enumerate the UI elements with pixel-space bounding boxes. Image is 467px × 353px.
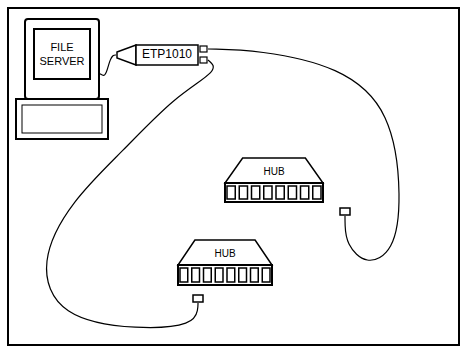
hub-port [239, 268, 247, 282]
cable-plug [340, 208, 350, 215]
hub-port [204, 268, 212, 282]
hub-port [264, 186, 272, 199]
network-cable [100, 55, 116, 75]
hub-top [178, 240, 272, 265]
hub-box: HUB [176, 238, 274, 303]
case-panel [22, 105, 102, 133]
port-connector [200, 46, 207, 52]
hub-port [251, 268, 259, 282]
hub-box: HUB [222, 156, 352, 216]
hub-port [227, 268, 235, 282]
hub-port [239, 186, 247, 199]
hub-shape [222, 156, 352, 216]
cable-plug [117, 45, 136, 65]
hub-port [276, 186, 284, 199]
hub-port [262, 268, 270, 282]
cable-plug [193, 295, 203, 302]
port-connector [200, 57, 207, 63]
network-cable [208, 49, 399, 260]
hub-port [252, 186, 260, 199]
hub-port [215, 268, 223, 282]
server-monitor: FILE SERVER [24, 18, 100, 100]
transceiver-body [136, 45, 198, 65]
frame-border [8, 8, 459, 345]
hub-port [180, 268, 188, 282]
hub-port [227, 186, 235, 199]
hub-port-row [178, 265, 272, 285]
hub-port [313, 186, 321, 199]
hub-port-row [225, 183, 323, 202]
hub-top [225, 158, 323, 183]
hub-port [192, 268, 200, 282]
hub-label: HUB [263, 166, 284, 178]
device-label: ETP1010 [142, 47, 192, 61]
hub-port [301, 186, 309, 199]
hub-label: HUB [214, 248, 235, 260]
network-cable [47, 60, 214, 328]
hub-port [288, 186, 296, 199]
screen-label: FILE SERVER [33, 28, 91, 80]
computer-case [16, 99, 108, 139]
transceiver-box: ETP1010 [116, 44, 208, 66]
